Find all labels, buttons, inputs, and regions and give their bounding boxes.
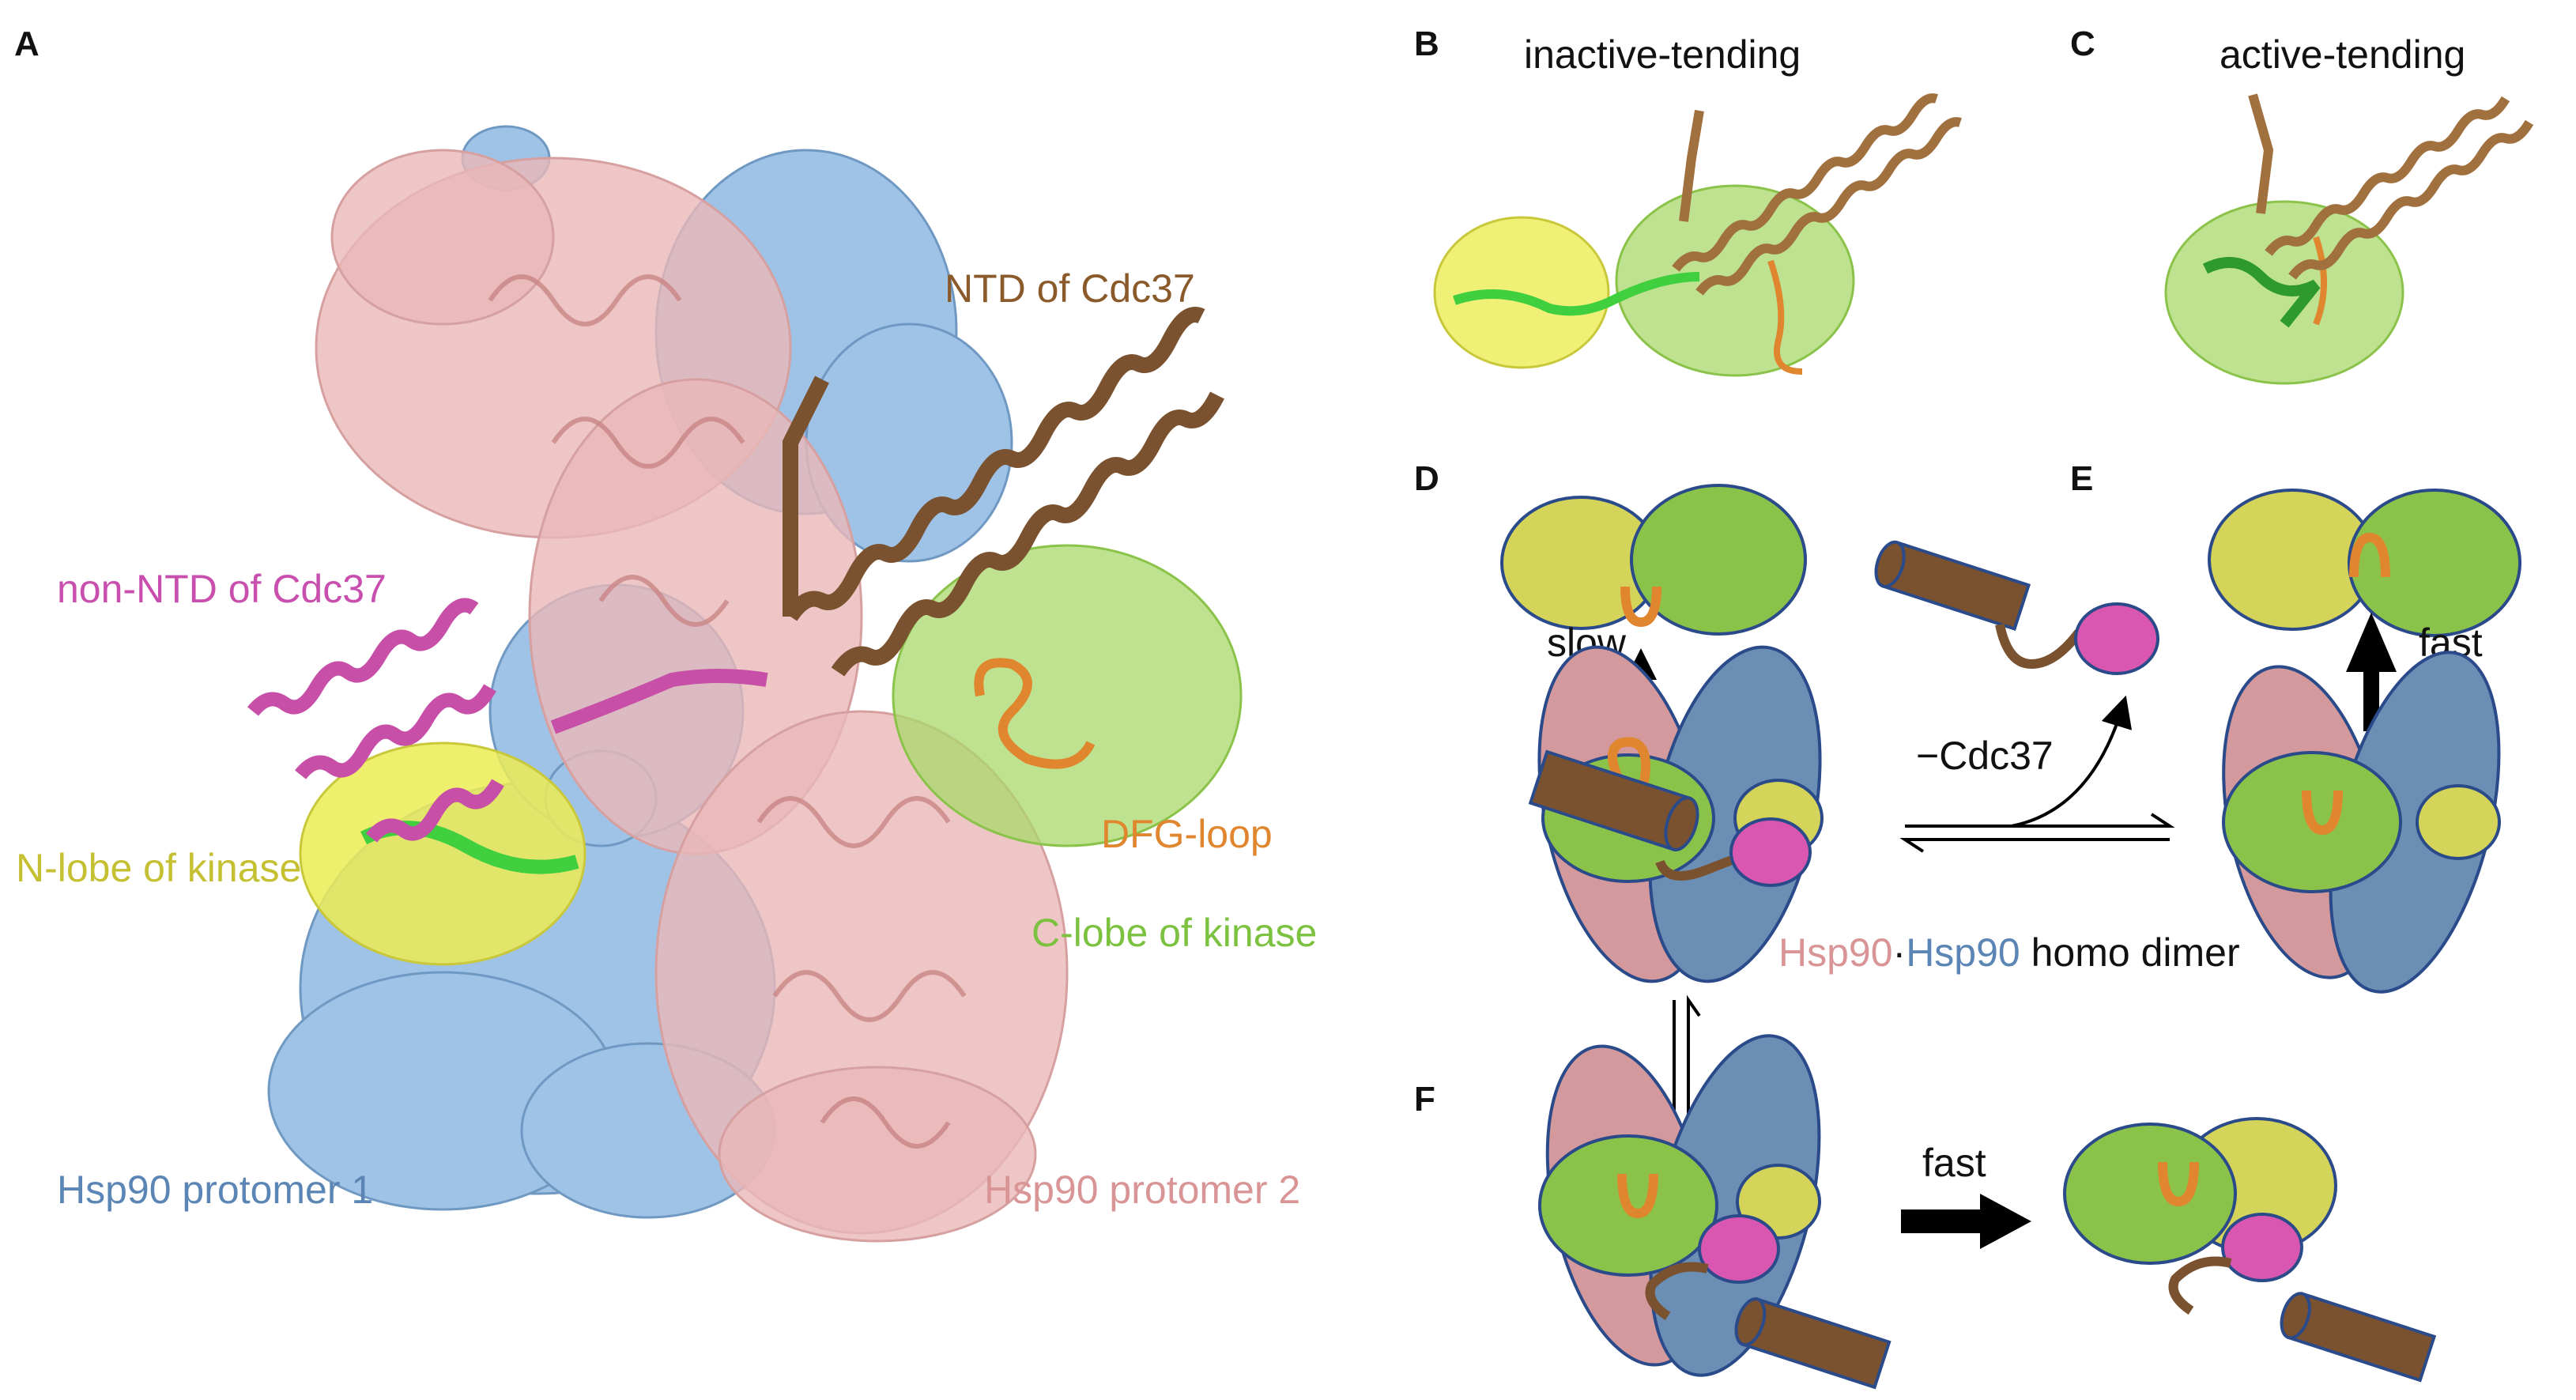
label-homodimer-part2: Hsp90 [1906,930,2020,975]
panel-letter-f: F [1414,1080,1435,1119]
label-nlobe-kinase: N-lobe of kinase [16,846,301,890]
cdc37-ntd-helices [783,307,1224,677]
panel-letter-e: E [2070,459,2093,498]
panel-letter-d: D [1414,459,1439,498]
panel-letter-c: C [2070,25,2095,63]
label-homodimer: Hsp90·Hsp90 homo dimer [1778,930,2240,975]
panel-c-title: active-tending [2220,32,2465,77]
kinase-clobe-surface [892,544,1243,847]
label-homodimer-part1: Hsp90 [1778,930,1893,975]
label-hsp90-protomer2: Hsp90 protomer 2 [984,1168,1300,1212]
panel-f-fast-arrow [1901,1194,2031,1249]
hsp90-ribbon-hints [488,274,967,1149]
panel-e-kinase-released [2208,489,2521,637]
panel-a-structure: NTD of Cdc37 non-NTD of Cdc37 N-lobe of … [16,125,1317,1243]
panel-c-structure [2164,93,2534,385]
cdc37-released [1874,540,2159,675]
panel-b-title: inactive-tending [1524,32,1801,77]
panel-e-complex [2222,651,2501,994]
panel-letter-a: A [14,25,40,63]
panel-b-structure [1433,93,1962,377]
hsp90-protomer2-surface [315,149,1069,1243]
label-hsp90-protomer1: Hsp90 protomer 1 [57,1168,373,1212]
panel-d-complex [1528,645,1824,983]
cdc37-nonntd-helices [247,598,768,843]
label-minus-cdc37: −Cdc37 [1916,734,2054,778]
label-nonntd-cdc37: non-NTD of Cdc37 [57,567,387,611]
kinase-nlobe-surface [299,742,586,966]
label-ntd-cdc37: NTD of Cdc37 [945,266,1195,311]
dfg-loop [974,658,1096,769]
panel-f-released [2063,1117,2437,1383]
panel-e-fast-arrow [2346,613,2397,731]
label-dfg-loop: DFG-loop [1101,812,1273,856]
equilibrium-arrows-horizontal [1899,695,2175,853]
label-homodimer-rest: homo dimer [2020,930,2240,975]
panel-f-fast-label: fast [1922,1141,1986,1185]
panel-letter-b: B [1414,25,1439,63]
panel-d-kinase-released [1500,484,1807,636]
label-clobe-kinase: C-lobe of kinase [1032,911,1317,955]
label-homodimer-dot: · [1893,930,1907,975]
panel-f-complex [1538,1034,1891,1390]
